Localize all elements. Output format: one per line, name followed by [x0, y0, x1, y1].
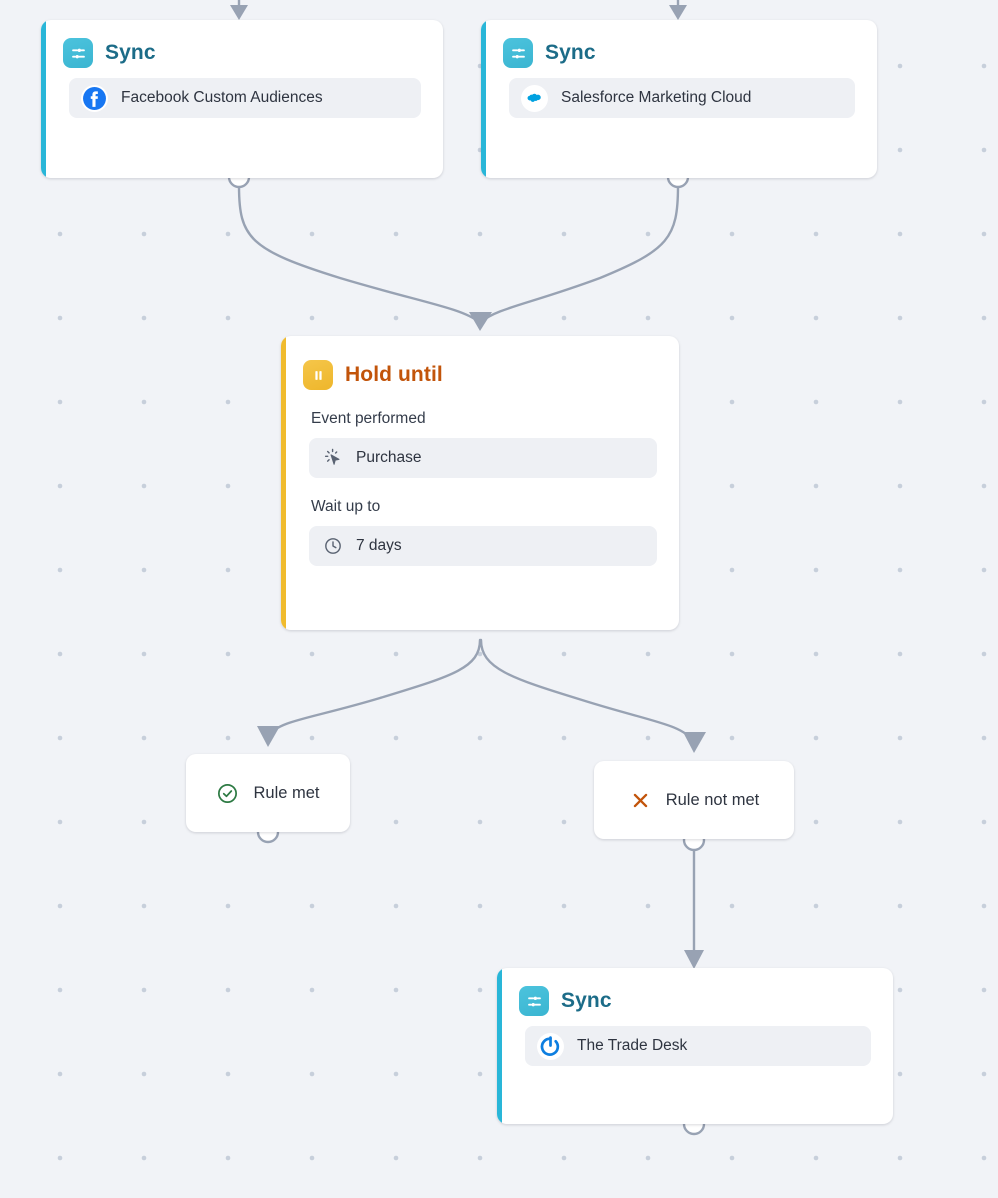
destination-label: Facebook Custom Audiences [121, 89, 323, 106]
destination-field[interactable]: The Trade Desk [525, 1026, 871, 1066]
branch-label: Rule met [253, 783, 320, 802]
sliders-icon [63, 38, 93, 68]
field-value-event-performed[interactable]: Purchase [309, 438, 657, 478]
field-value-text: Purchase [356, 449, 422, 466]
destination-field[interactable]: Facebook Custom Audiences [69, 78, 421, 118]
node-title: Sync [561, 989, 612, 1012]
node-header: Sync [481, 20, 877, 68]
field-label-event-performed: Event performed [311, 410, 426, 427]
node-header: Sync [497, 968, 893, 1016]
node-accent-bar [497, 968, 502, 1124]
cursor-click-icon [323, 448, 343, 468]
destination-label: The Trade Desk [577, 1037, 688, 1054]
field-value-text: 7 days [356, 537, 402, 554]
branch-label: Rule not met [665, 790, 760, 809]
sliders-icon [503, 38, 533, 68]
branch-rule-not-met[interactable]: Rule not met [594, 761, 794, 839]
node-sync-tradedesk[interactable]: Sync The Trade Desk [497, 968, 893, 1124]
node-accent-bar [41, 20, 46, 178]
node-sync-facebook[interactable]: Sync Facebook Custom Audiences [41, 20, 443, 178]
field-label-wait-up-to: Wait up to [311, 498, 381, 515]
node-accent-bar [481, 20, 486, 178]
trade-desk-logo [537, 1032, 564, 1060]
field-value-wait-up-to[interactable]: 7 days [309, 526, 657, 566]
destination-field[interactable]: Salesforce Marketing Cloud [509, 78, 855, 118]
destination-label: Salesforce Marketing Cloud [561, 89, 752, 106]
check-circle-icon [216, 782, 239, 805]
branch-rule-met[interactable]: Rule met [186, 754, 350, 832]
node-sync-salesforce[interactable]: Sync Salesforce Marketing Cloud [481, 20, 877, 178]
node-header: Hold until [281, 336, 679, 390]
sliders-icon [519, 986, 549, 1016]
clock-icon [323, 536, 343, 556]
facebook-logo [81, 84, 108, 112]
node-title: Hold until [345, 363, 443, 386]
node-accent-bar [281, 336, 286, 630]
node-hold-until[interactable]: Hold until Event performed Purchase Wait… [281, 336, 679, 630]
node-header: Sync [41, 20, 443, 68]
x-icon [629, 789, 652, 812]
node-title: Sync [105, 41, 156, 64]
node-title: Sync [545, 41, 596, 64]
salesforce-logo [521, 84, 548, 112]
pause-icon [303, 360, 333, 390]
